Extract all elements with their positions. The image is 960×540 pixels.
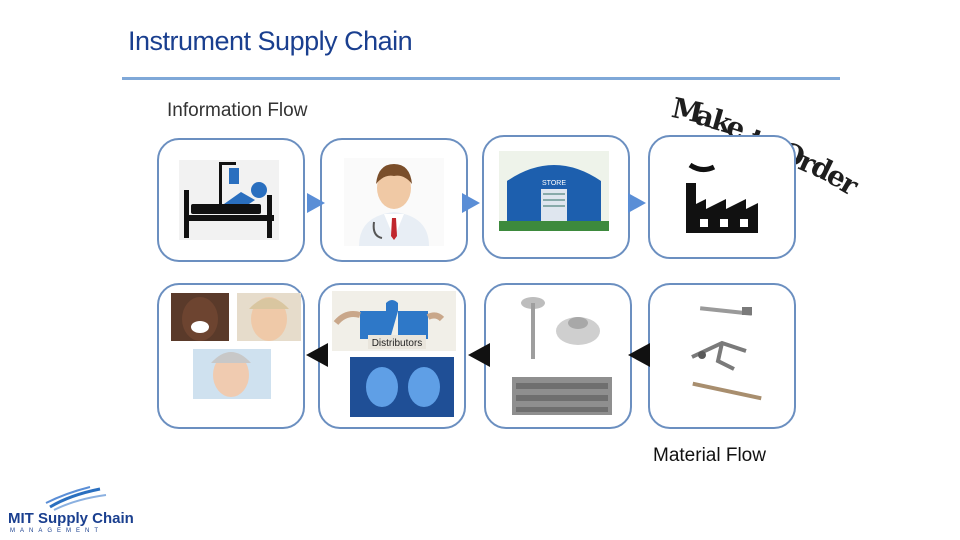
doctor-icon bbox=[344, 158, 444, 246]
box-doctor bbox=[320, 138, 468, 262]
store-warehouse-icon: STORE bbox=[499, 151, 609, 231]
distributors-caption: Distributors bbox=[372, 338, 423, 349]
hospital-bed-icon bbox=[179, 160, 279, 240]
mit-logo-name: MIT Supply Chain bbox=[8, 510, 134, 527]
info-arrow-3 bbox=[628, 193, 646, 213]
mit-logo-sub: MANAGEMENT bbox=[10, 528, 104, 534]
slide-title: Instrument Supply Chain bbox=[128, 26, 413, 56]
box-factory bbox=[648, 135, 796, 259]
mit-logo-mark bbox=[45, 486, 107, 511]
box-patients bbox=[157, 283, 305, 429]
information-flow-label: Information Flow bbox=[167, 100, 308, 121]
box-store: STORE bbox=[482, 135, 630, 259]
info-arrow-2 bbox=[462, 193, 480, 213]
factory-icon bbox=[686, 162, 758, 233]
manufacturer-tools-photo bbox=[691, 306, 762, 401]
distributors-photo: Distributors bbox=[332, 291, 456, 417]
material-flow-label: Material Flow bbox=[653, 445, 766, 466]
material-arrow-3 bbox=[628, 343, 650, 367]
material-arrow-1 bbox=[306, 343, 328, 367]
store-sign: STORE bbox=[542, 180, 566, 187]
box-hospital bbox=[157, 138, 305, 262]
instruments-photo bbox=[512, 291, 612, 415]
patients-photo bbox=[171, 293, 301, 399]
info-arrow-1 bbox=[307, 193, 325, 213]
title-underline bbox=[122, 77, 840, 80]
material-arrow-2 bbox=[468, 343, 490, 367]
box-distributors: Distributors bbox=[318, 283, 466, 429]
box-instruments bbox=[484, 283, 632, 429]
box-tools bbox=[648, 283, 796, 429]
